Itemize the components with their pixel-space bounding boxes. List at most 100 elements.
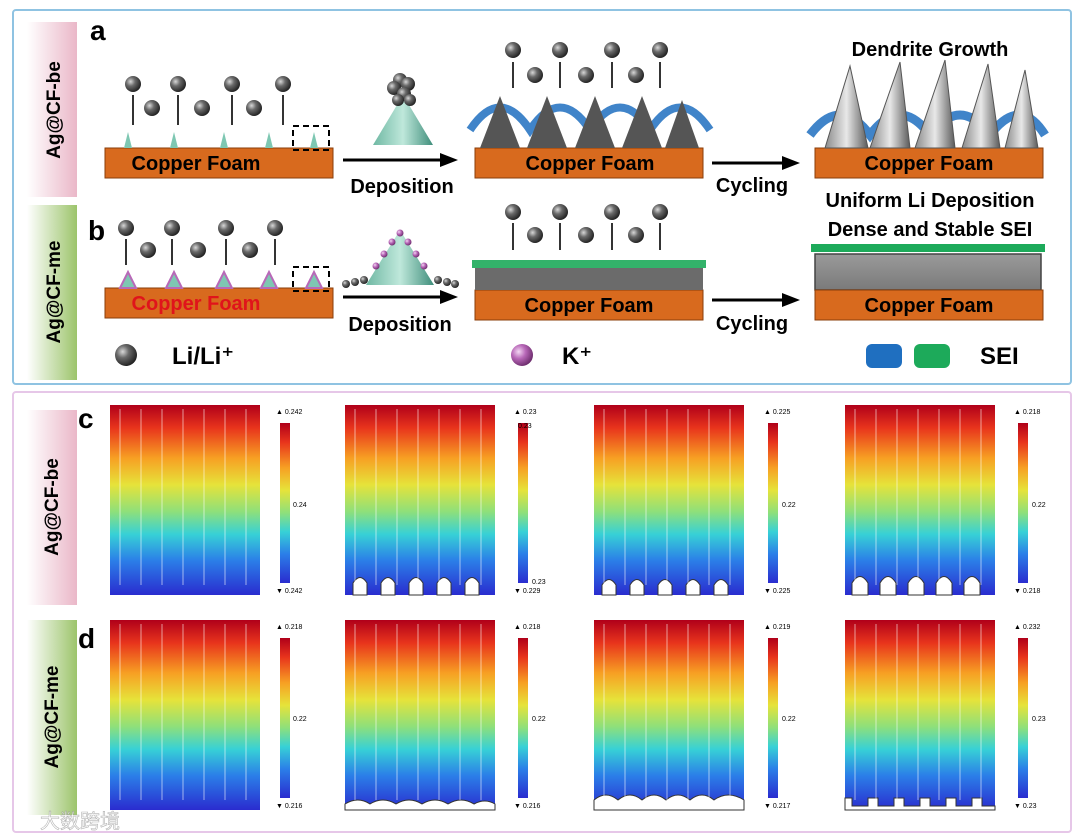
seed-cones-b1 [118, 269, 324, 289]
streamlines [603, 624, 731, 800]
sim-c3-mid: 0.22 [782, 502, 796, 509]
cycling-label-a: Cycling [716, 175, 788, 197]
streamlines [854, 409, 982, 585]
sim-d1-mid: 0.22 [293, 716, 307, 723]
sim-c1-max: ▲ 0.242 [276, 409, 302, 416]
row-a-stage-3: Dendrite Growth Copper Foam [806, 39, 1049, 179]
copper-foam-a1 [104, 147, 334, 179]
sim-d3-max: ▲ 0.219 [764, 624, 790, 631]
sim-c2-top: 0.23 [518, 423, 532, 430]
side-label-me-bottom: Ag@CF-me [42, 666, 63, 769]
sim-d3-colorbar [768, 638, 778, 798]
sim-d2-colorbar [518, 638, 528, 798]
streamlines [119, 624, 247, 800]
li-layer-b3 [814, 253, 1042, 291]
copper-foam-b2 [474, 289, 704, 321]
dendrites-a3 [824, 59, 1039, 149]
sim-c3-field [594, 405, 744, 595]
sim-c2-low: 0.23 [532, 579, 546, 586]
deposition-arrowhead-a [440, 153, 458, 167]
side-tag-be-bottom [27, 410, 77, 605]
sim-d4-mid: 0.23 [1032, 716, 1046, 723]
side-tag-me-bottom [27, 620, 77, 815]
streamlines [119, 409, 247, 585]
zoom-cone-b [366, 230, 434, 285]
panel-label-a: a [90, 15, 106, 46]
sim-d1-field [110, 620, 260, 810]
side-tag-be-top [27, 22, 77, 197]
zoom-cone-a-cluster [387, 73, 416, 106]
cycling-label-b: Cycling [716, 313, 788, 335]
sim-d3-field [594, 620, 744, 810]
side-label-be-bottom: Ag@CF-be [42, 458, 63, 556]
deposition-arrowhead-b [440, 290, 458, 304]
dendrite-growth-title: Dendrite Growth [852, 39, 1009, 61]
sim-d3-mid: 0.22 [782, 716, 796, 723]
sim-d3-surface [593, 794, 745, 811]
li-ions-b2 [505, 204, 668, 243]
streamlines [354, 409, 482, 585]
side-label-me-top: Ag@CF-me [44, 241, 65, 344]
sim-d2-max: ▲ 0.218 [514, 624, 540, 631]
sim-d1-max: ▲ 0.218 [276, 624, 302, 631]
stable-sei-title: Dense and Stable SEI [828, 219, 1033, 241]
k-legend-label: K⁺ [562, 343, 592, 370]
legend: Li/Li⁺ K⁺ SEI [115, 343, 1019, 370]
sim-d4-surface [844, 797, 996, 811]
copper-foam-b1-label: Copper Foam [132, 293, 261, 315]
copper-foam-b3-label: Copper Foam [865, 295, 994, 317]
simulation-row-c: ▲ 0.242 0.24 ▼ 0.242 ▲ 0.23 0.23 0.23 ▼ … [110, 405, 1046, 596]
copper-foam-a2-label: Copper Foam [526, 153, 655, 175]
sim-c2-field [345, 405, 495, 595]
sim-c4-field [845, 405, 995, 595]
k-legend-icon [511, 344, 533, 366]
sei-layer-b3 [811, 244, 1045, 252]
sim-d4-max: ▲ 0.232 [1014, 624, 1040, 631]
sim-d4-colorbar [1018, 638, 1028, 798]
copper-foam-a1-label: Copper Foam [132, 153, 261, 175]
sim-c3-colorbar [768, 423, 778, 583]
li-legend-icon [115, 344, 137, 366]
sim-d3-min: ▼ 0.217 [764, 803, 790, 810]
sim-c4-max: ▲ 0.218 [1014, 409, 1040, 416]
sim-c2-max: ▲ 0.23 [514, 409, 537, 416]
sim-c2-colorbar [518, 423, 528, 583]
sim-c3-max: ▲ 0.225 [764, 409, 790, 416]
sim-c4-protrusions [851, 576, 981, 596]
top-panel-frame [12, 9, 1072, 385]
copper-foam-a3 [814, 147, 1044, 179]
li-ions-a2 [505, 42, 668, 83]
sim-c4-colorbar [1018, 423, 1028, 583]
sim-d4-min: ▼ 0.23 [1014, 803, 1037, 810]
zoom-cone-b-k-ions [372, 229, 428, 270]
sim-c1-field [110, 405, 260, 595]
sim-c2-min: ▼ 0.229 [514, 588, 540, 595]
sim-d2-field [345, 620, 495, 810]
row-a-stage-1: Copper Foam [104, 76, 334, 179]
sim-d2-mid: 0.22 [532, 716, 546, 723]
sim-c1-mid: 0.24 [293, 502, 307, 509]
sim-d1-min: ▼ 0.216 [276, 803, 302, 810]
row-b-stage-1: Copper Foam [104, 220, 334, 319]
copper-foam-b2-label: Copper Foam [525, 295, 654, 317]
sim-c3-min: ▼ 0.225 [764, 588, 790, 595]
sim-c1-colorbar [280, 423, 290, 583]
cycling-arrowhead-b [782, 293, 800, 307]
li-ions-b1 [118, 220, 283, 258]
sim-d1-colorbar [280, 638, 290, 798]
sim-c3-protrusions [601, 579, 729, 596]
sei-legend-label: SEI [980, 343, 1019, 370]
watermark: 大数跨境 [40, 810, 120, 833]
cycling-arrowhead-a [782, 156, 800, 170]
li-layer-b2 [475, 268, 703, 290]
uniform-deposition-title: Uniform Li Deposition [826, 190, 1035, 212]
sim-c4-min: ▼ 0.218 [1014, 588, 1040, 595]
zoom-cone-b-li-ions [342, 276, 459, 288]
copper-foam-b3 [814, 289, 1044, 321]
row-b-stage-3: Uniform Li Deposition Dense and Stable S… [811, 190, 1045, 321]
streamlines [854, 624, 982, 800]
down-arrows-b1 [125, 239, 276, 265]
copper-foam-a2 [474, 147, 704, 179]
li-legend-label: Li/Li⁺ [172, 343, 234, 370]
down-arrows-a1 [132, 95, 284, 125]
